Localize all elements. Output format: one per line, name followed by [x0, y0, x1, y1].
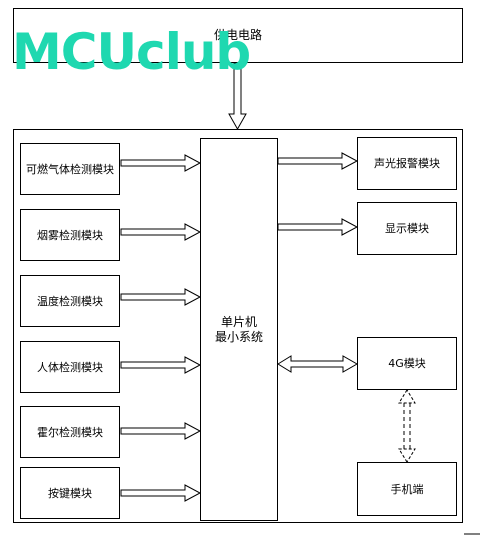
human-arrow — [120, 356, 202, 374]
alarm-module-label: 声光报警模块 — [374, 157, 440, 170]
mcu-label: 单片机 最小系统 — [214, 314, 263, 344]
gas-sensor-label: 可燃气体检测模块 — [26, 162, 114, 176]
power-supply-label: 供电电路 — [213, 28, 262, 42]
key-arrow — [120, 484, 202, 502]
phone-label: 手机端 — [390, 482, 424, 496]
hall-sensor-box: 霍尔检测模块 — [20, 406, 120, 458]
system-border — [13, 129, 463, 523]
4g-phone-arrow — [398, 389, 416, 463]
smoke-sensor-label: 烟雾检测模块 — [37, 228, 103, 242]
display-module-label: 显示模块 — [385, 222, 429, 235]
key-module-box: 按键模块 — [20, 467, 120, 519]
mcu-box: 单片机 最小系统 — [200, 138, 278, 521]
smoke-sensor-box: 烟雾检测模块 — [20, 209, 120, 261]
temperature-sensor-box: 温度检测模块 — [20, 275, 120, 327]
key-module-label: 按键模块 — [48, 486, 92, 500]
hall-sensor-label: 霍尔检测模块 — [37, 425, 103, 439]
gas-sensor-box: 可燃气体检测模块 — [20, 143, 120, 195]
display-module-box: 显示模块 — [357, 202, 457, 255]
gas-arrow — [120, 154, 202, 172]
watermark-logo: MCUclub — [12, 23, 251, 81]
power-supply-box: 供电电路 — [13, 8, 463, 63]
human-sensor-box: 人体检测模块 — [20, 341, 120, 393]
temperature-arrow — [120, 288, 202, 306]
temperature-sensor-label: 温度检测模块 — [37, 294, 103, 308]
power-arrow — [228, 62, 247, 131]
mcu-4g-arrow — [277, 355, 359, 373]
alarm-arrow — [277, 152, 359, 170]
hall-arrow — [120, 422, 202, 440]
human-sensor-label: 人体检测模块 — [37, 360, 103, 374]
phone-box: 手机端 — [357, 462, 457, 516]
alarm-module-box: 声光报警模块 — [357, 137, 457, 190]
display-arrow — [277, 218, 359, 236]
module-4g-box: 4G模块 — [357, 337, 457, 390]
module-4g-label: 4G模块 — [388, 357, 426, 370]
smoke-arrow — [120, 223, 202, 241]
